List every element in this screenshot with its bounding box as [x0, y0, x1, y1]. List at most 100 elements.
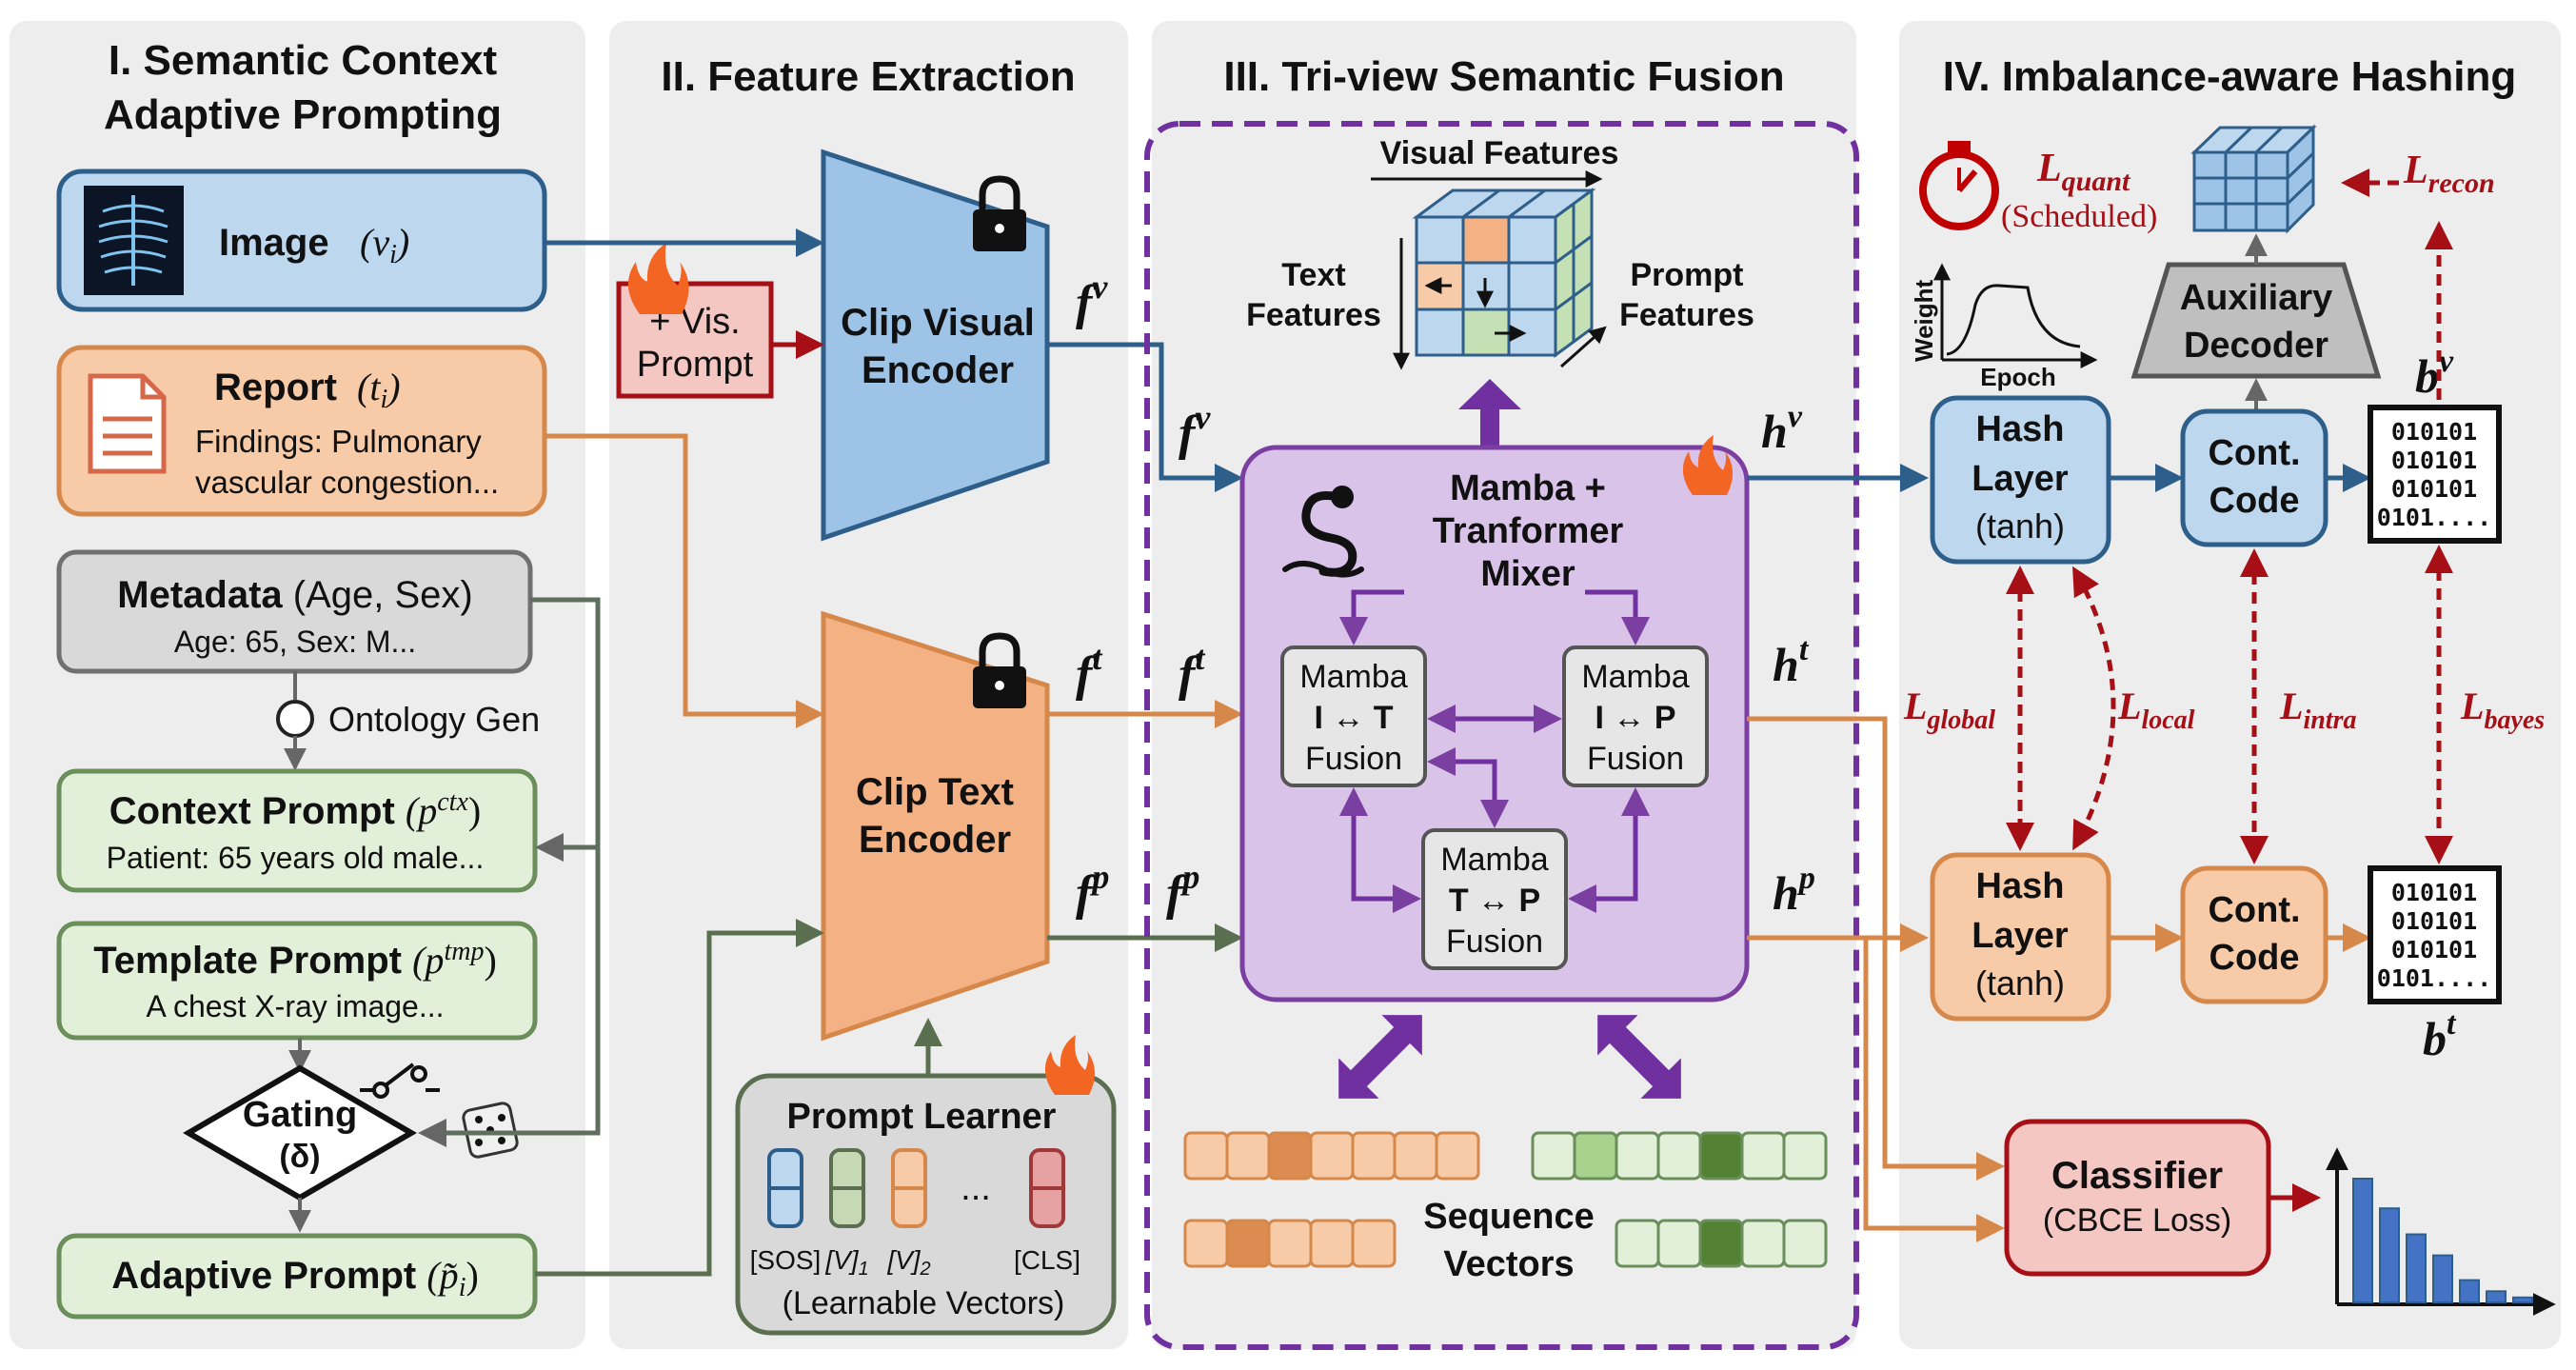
cont-text-label-1: Cont.	[2208, 890, 2300, 930]
section-title-1a: I. Semantic Context	[109, 37, 498, 84]
classifier-box	[2004, 1119, 2271, 1277]
hist-bar-2	[2379, 1207, 2400, 1303]
text-encoder-label-2: Encoder	[859, 819, 1011, 861]
gating-delta: (δ)	[279, 1139, 320, 1175]
decoder-label-1: Auxiliary	[2180, 278, 2333, 318]
classifier-label-2: (CBCE Loss)	[2043, 1202, 2231, 1239]
mamba-ip-label-3: Fusion	[1587, 741, 1684, 777]
context-prompt-text: Patient: 65 years old male...	[107, 841, 485, 875]
context-prompt-box	[56, 768, 538, 893]
learnable-vector-v1	[829, 1148, 865, 1228]
mamba-it-label-2: I ↔ T	[1314, 700, 1393, 736]
feature-cube	[1412, 188, 1596, 358]
epoch-axis-label: Epoch	[1980, 363, 2055, 391]
gating-label: Gating	[243, 1095, 357, 1135]
decoder-output-cube	[2190, 124, 2317, 234]
sequence-vector-orange-2	[1183, 1219, 1397, 1268]
sequence-vector-orange-1	[1183, 1131, 1480, 1181]
mamba-ip-label-1: Mamba	[1581, 659, 1689, 695]
l-intra-label: Lintra	[2279, 685, 2356, 735]
sequence-vectors-label-2: Vectors	[1443, 1244, 1574, 1284]
bv-row-4: 0101....	[2377, 504, 2491, 531]
cont-code-text	[2180, 865, 2328, 1004]
l-bayes-label: Lbayes	[2460, 685, 2545, 735]
mamba-tp-label-2: T ↔ P	[1449, 883, 1540, 919]
mamba-tp-label-3: Fusion	[1446, 923, 1543, 960]
ht-to-classifier	[1747, 716, 2005, 1181]
hist-bar-3	[2406, 1233, 2427, 1303]
report-symbol: (ti)	[357, 366, 401, 414]
ft-label-right: ft	[1179, 639, 1205, 702]
prompt-features-label-1: Prompt	[1631, 257, 1744, 293]
mamba-tp-label-1: Mamba	[1440, 842, 1548, 878]
hash-text-label-3: (tanh)	[1975, 963, 2065, 1003]
auxiliary-decoder	[2130, 262, 2382, 379]
fp-label-left: fp	[1076, 858, 1109, 921]
mixer-label-2: Tranformer	[1433, 511, 1624, 551]
sequence-vector-green-1	[1531, 1131, 1828, 1181]
hv-label: hv	[1761, 399, 1803, 458]
adaptive-to-text-encoder	[535, 919, 824, 1277]
hp-label: hp	[1773, 861, 1815, 920]
flame-icon-learner	[1044, 1035, 1096, 1095]
learnable-caption: (Learnable Vectors)	[783, 1285, 1065, 1321]
hash-visual-label-2: Layer	[1972, 459, 2069, 499]
fusion-dashed-border	[1144, 121, 1859, 1350]
lock-icon-text	[973, 632, 1026, 708]
seq-arrow-right	[1597, 1015, 1681, 1099]
vis-prompt-box	[616, 281, 774, 399]
cont-text-label-2: Code	[2209, 938, 2300, 978]
metadata-text: Age: 65, Sex: M...	[174, 625, 416, 659]
mixer-to-cube-arrow	[1458, 379, 1521, 447]
label-v1: [V]1	[824, 1245, 868, 1280]
binary-code-visual	[2368, 405, 2502, 544]
text-encoder-label-1: Clip Text	[856, 771, 1014, 813]
template-prompt-label: Template Prompt (ptmp)	[93, 937, 497, 982]
visual-encoder-label-2: Encoder	[862, 349, 1014, 391]
text-features-label-2: Features	[1246, 297, 1381, 333]
fv-label-right: fv	[1179, 398, 1211, 461]
label-v2: [V]2	[886, 1245, 930, 1280]
hist-bar-7	[2512, 1296, 2533, 1304]
hash-text-label-1: Hash	[1976, 866, 2065, 906]
section-title-1b: Adaptive Prompting	[104, 91, 502, 138]
decoder-label-2: Decoder	[2184, 326, 2328, 366]
clip-text-encoder	[821, 610, 1050, 1042]
visual-encoder-label-1: Clip Visual	[841, 302, 1035, 344]
report-text-2: vascular congestion...	[195, 465, 499, 500]
learnable-vector-v2	[891, 1148, 927, 1228]
fv-label-left: fv	[1076, 268, 1108, 330]
sequence-vectors-label-1: Sequence	[1423, 1197, 1595, 1237]
image-symbol: (vi)	[360, 221, 409, 269]
lock-icon-visual	[973, 175, 1026, 251]
mamba-it-label-1: Mamba	[1299, 659, 1407, 695]
cont-visual-label-1: Cont.	[2208, 433, 2300, 473]
hash-visual-label-3: (tanh)	[1975, 506, 2065, 546]
schedule-curve-chart	[1933, 263, 2098, 368]
hp-to-classifier	[1863, 938, 2005, 1242]
hash-visual-label-1: Hash	[1976, 409, 2065, 449]
bv-row-2: 010101	[2391, 447, 2477, 474]
hash-text-label-2: Layer	[1972, 916, 2069, 956]
flame-icon-mixer	[1682, 435, 1734, 495]
bt-row-3: 010101	[2391, 936, 2477, 963]
seq-arrow-left	[1338, 1015, 1422, 1099]
bt-row-1: 010101	[2391, 879, 2477, 906]
report-text-1: Findings: Pulmonary	[195, 424, 482, 459]
mixer-label-3: Mixer	[1480, 554, 1575, 594]
ontology-label: Ontology Gen	[328, 700, 540, 739]
l-global-label: Lglobal	[1903, 685, 1995, 735]
mamba-it-label-3: Fusion	[1305, 741, 1402, 777]
switch-icon	[360, 1062, 440, 1099]
hist-bar-4	[2432, 1254, 2453, 1303]
classifier-label-1: Classifier	[2051, 1155, 2223, 1197]
ht-label: ht	[1773, 632, 1810, 691]
hist-bar-1	[2352, 1178, 2373, 1303]
section-title-3: III. Tri-view Semantic Fusion	[1223, 53, 1784, 100]
report-to-text-encoder	[545, 433, 824, 728]
report-label: Report	[214, 367, 337, 408]
l-recon-label: Lrecon	[2403, 149, 2495, 199]
hist-bar-5	[2459, 1279, 2480, 1303]
sequence-vector-green-2	[1615, 1219, 1828, 1268]
prompt-learner-label: Prompt Learner	[787, 1097, 1057, 1137]
